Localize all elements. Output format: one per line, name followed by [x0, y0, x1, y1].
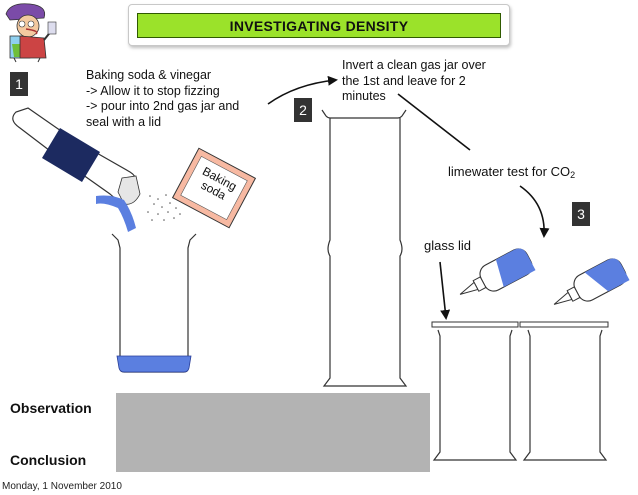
limewater-label-subscript: 2 [570, 170, 576, 180]
baking-soda-packet-icon [171, 147, 257, 229]
step-badge-3: 3 [572, 202, 590, 226]
gas-jar-1 [111, 233, 197, 373]
step-2-text: Invert a clean gas jar over the 1st and … [342, 58, 486, 103]
page-title: INVESTIGATING DENSITY [137, 13, 501, 38]
arrow-glass-lid [439, 261, 451, 320]
step-badge-1: 1 [10, 72, 28, 96]
limewater-label-text: limewater test for CO [448, 164, 571, 179]
gas-jar-4 [522, 329, 608, 461]
gas-jar-3 [432, 329, 518, 461]
arrow-step1-to-step2 [267, 75, 338, 105]
fizz-bubbles [147, 194, 181, 221]
step-1-text: Baking soda & vinegar -> Allow it to sto… [86, 68, 240, 129]
arrow-step2-to-step3 [397, 93, 471, 151]
limewater-label: limewater test for CO2 [448, 164, 576, 180]
gas-jar-2 [321, 109, 408, 387]
step-badge-2: 2 [294, 98, 312, 122]
vinegar-bottle-icon [12, 107, 141, 232]
dropper-bottle-icon-2 [553, 258, 630, 305]
observation-panel [116, 393, 430, 472]
glass-lid-label: glass lid [424, 238, 471, 253]
dropper-bottle-icon [459, 248, 536, 295]
observation-label: Observation [10, 400, 92, 416]
arrow-limewater-to-dropper [519, 185, 550, 238]
scientist-cartoon-icon [5, 3, 57, 63]
footer-date: Monday, 1 November 2010 [2, 481, 122, 492]
glass-lids [431, 321, 609, 328]
conclusion-label: Conclusion [10, 452, 87, 468]
title-box: INVESTIGATING DENSITY [128, 4, 510, 46]
